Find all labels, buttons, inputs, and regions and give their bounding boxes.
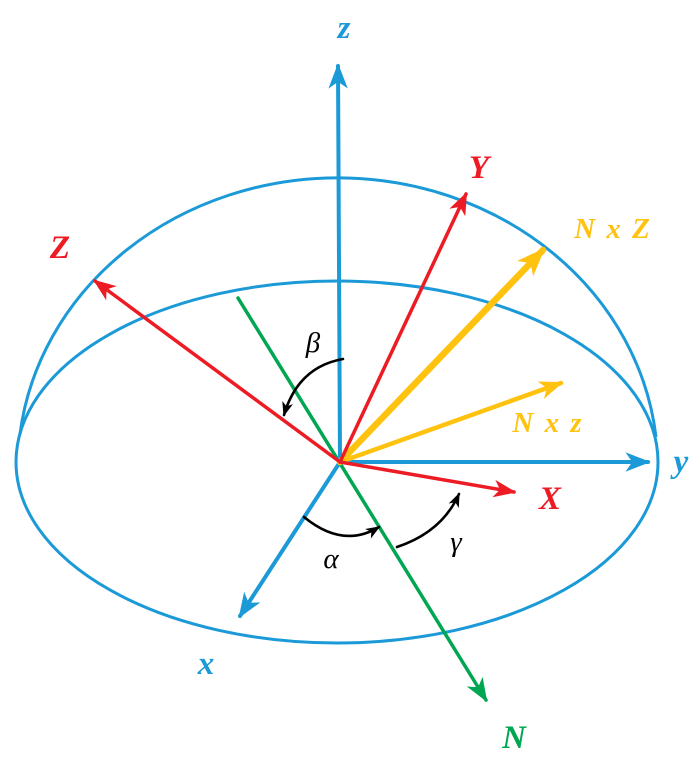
x-axis-label: x — [197, 646, 215, 682]
alpha-angle-arc — [302, 515, 381, 539]
n-cross-z-label: N x z — [511, 407, 583, 439]
beta-angle-arc — [282, 357, 345, 417]
beta-angle-label: β — [305, 327, 321, 359]
line-of-nodes-axis — [236, 296, 488, 703]
Y-axis-rotated — [338, 191, 468, 464]
gamma-angle-arc — [395, 492, 461, 549]
x-axis — [238, 460, 342, 619]
n-cross-z-vector — [337, 380, 564, 465]
z-axis-label: z — [337, 10, 351, 46]
Y-axis-rotated-label: Y — [469, 150, 492, 186]
alpha-angle-label: α — [323, 543, 339, 575]
X-axis-rotated — [338, 460, 517, 498]
horizontal-plane-ellipse — [14, 279, 660, 645]
y-axis-label: y — [670, 444, 689, 480]
n-cross-Z-label: N x Z — [573, 213, 652, 245]
line-of-nodes-label: N — [501, 720, 527, 756]
n-cross-Z-vector — [336, 246, 547, 466]
gamma-angle-label: γ — [450, 526, 463, 558]
z-axis — [328, 63, 348, 464]
Z-axis-rotated-label: Z — [49, 230, 70, 266]
X-axis-rotated-label: X — [538, 481, 562, 517]
Z-axis-rotated — [93, 279, 342, 464]
